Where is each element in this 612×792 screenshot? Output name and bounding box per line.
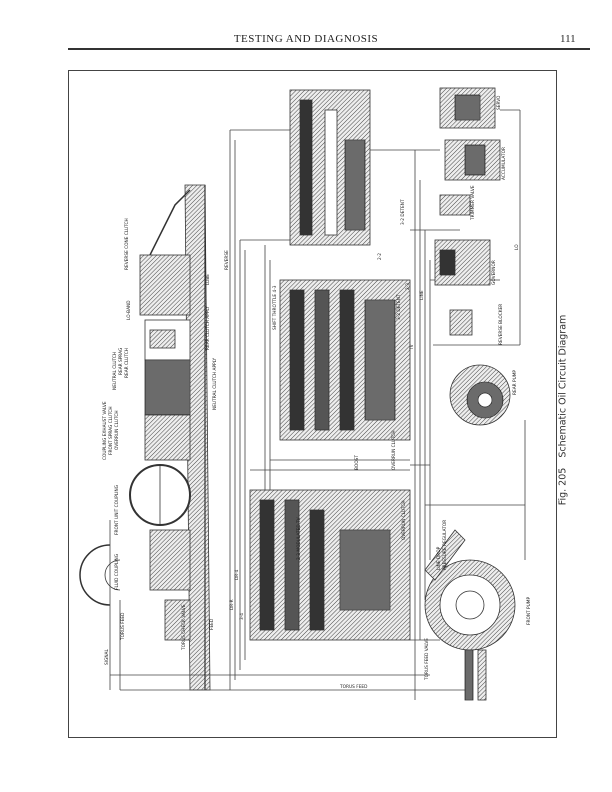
label-2-3-modulated-tv: 2-3 MODULATED TV bbox=[296, 517, 302, 560]
label-torus-feed-valve: TORUS FEED VALVE bbox=[424, 638, 430, 681]
label-lo-band: LO-BAND bbox=[126, 300, 132, 320]
label-neutral-clutch-apply: NEUTRAL CLUTCH APPLY bbox=[212, 358, 218, 410]
label-coupling-exhaust-valve: COUPLING EXHAUST VALVE bbox=[102, 401, 108, 460]
label-reverse-cone-clutch: REVERSE CONE CLUTCH bbox=[124, 218, 130, 270]
figure-frame bbox=[68, 70, 557, 738]
running-header: TESTING AND DIAGNOSIS bbox=[233, 33, 379, 45]
label-2-2: 2-2 bbox=[377, 253, 383, 260]
label-torus-feed: TORUS FEED bbox=[120, 612, 126, 641]
label-fluid-coupling: FLUID COUPLING bbox=[114, 554, 120, 590]
label-3-2-detent-lower: 3-2 DETENT bbox=[396, 294, 402, 320]
oil-lines bbox=[109, 109, 526, 700]
label-reverse-blocker: REVERSE BLOCKER bbox=[498, 304, 504, 345]
label-accumulator: ACCUMULATOR bbox=[501, 147, 507, 180]
label-torus-check-valve: TORUS CHECK VALVE bbox=[181, 604, 187, 651]
label-boost: BOOST bbox=[354, 455, 360, 470]
valve-bodies bbox=[249, 89, 411, 641]
label-reverse: REVERSE bbox=[224, 250, 230, 270]
label-trimmer-valve: TRIMMER VALVE bbox=[470, 185, 476, 221]
label-overrun-clutch: OVERRUN CLUTCH bbox=[114, 410, 120, 450]
label-governor: GOVERNOR bbox=[491, 260, 497, 285]
label-lo: LO bbox=[514, 244, 520, 250]
label-3-2-detent: 3-2 DETENT bbox=[400, 199, 406, 225]
label-rear-clutch-apply: REAR CLUTCH APPLY bbox=[205, 306, 211, 350]
label-tv: TV bbox=[409, 344, 415, 351]
label-rear-sprag: REAR SPRAG bbox=[118, 348, 124, 375]
label-front-sprag-clutch: FRONT SPRAG CLUTCH bbox=[108, 406, 114, 455]
servo-governor-pumps bbox=[424, 87, 516, 701]
component-labels: REVERSE CONE CLUTCH LO-BAND NEUTRAL CLUT… bbox=[102, 95, 532, 690]
label-overrun-clutch-lower: OVERRUN CLUTCH bbox=[401, 500, 407, 540]
label-2-3: 2-3 bbox=[405, 283, 411, 290]
label-lube: LUBE bbox=[205, 274, 211, 285]
label-feed: FEED bbox=[209, 618, 215, 630]
label-shift-throttle: SHIFT THROTTLE 4-3 bbox=[272, 285, 278, 330]
label-rear-pump: REAR PUMP bbox=[512, 370, 518, 395]
label-dr-r: DR-R bbox=[229, 599, 235, 610]
label-neutral-clutch: NEUTRAL CLUTCH bbox=[112, 352, 118, 390]
label-torus-feed-line: TORUS FEED bbox=[339, 684, 368, 690]
label-front-pump: FRONT PUMP bbox=[526, 597, 532, 625]
label-3-4: 3-4 bbox=[239, 613, 245, 620]
label-signal: SIGNAL bbox=[104, 649, 110, 665]
label-servo: SERVO bbox=[496, 95, 502, 110]
label-dr-4: DR-4 bbox=[234, 569, 240, 580]
header-rule bbox=[68, 48, 590, 50]
label-overrun-clutch-line: OVERRUN CLUTCH bbox=[391, 430, 397, 470]
transmission-assembly bbox=[79, 184, 211, 691]
label-pressure-regulator: PRESSURE REGULATOR bbox=[442, 520, 448, 570]
label-front-unit-coupling: FRONT UNIT COUPLING bbox=[114, 485, 120, 535]
label-rear-clutch: REAR CLUTCH bbox=[124, 348, 130, 378]
label-line: LINE bbox=[419, 290, 425, 300]
page-number: 111 bbox=[560, 33, 576, 45]
label-line-drop: LINE DROP bbox=[436, 546, 442, 570]
